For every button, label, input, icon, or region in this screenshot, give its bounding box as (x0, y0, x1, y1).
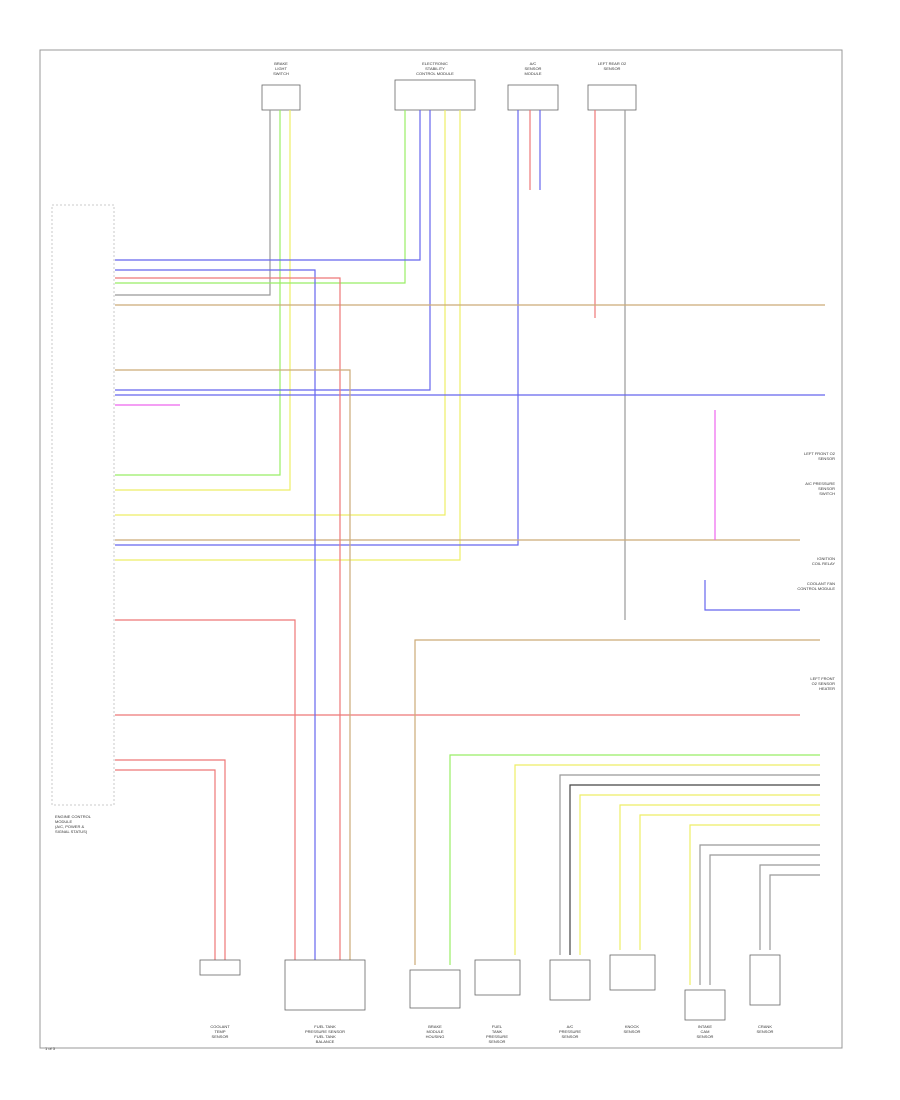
bottom-component-label-3-line-1: TANK (492, 1029, 503, 1034)
wire-tan-drop (115, 369, 351, 960)
top-component-label-0-line-0: BRAKE (274, 61, 288, 66)
bottom-components (199, 954, 781, 1021)
wire-yellow-bottom-5 (689, 824, 820, 985)
right-label-3-line-0: COOLANT FAN (807, 581, 835, 586)
wire-ac-1 (115, 110, 519, 546)
top-component-label-0-line-1: LIGHT (275, 66, 287, 71)
wire-yellow-bottom (514, 764, 820, 955)
wire-tan-bottom (414, 639, 820, 965)
wire-gray-bottom-4 (759, 864, 820, 950)
wire-esc-4 (115, 110, 446, 516)
ecm-label-line-0: ENGINE CONTROL (55, 814, 92, 819)
bottom-component-label-7-line-1: SENSOR (757, 1029, 774, 1034)
bottom-component-label-3-line-3: SENSOR (489, 1039, 506, 1044)
ecm-label-line-2: (A/C, POWER & (55, 824, 84, 829)
bottom-component-label-2-line-2: HOUSING (426, 1034, 445, 1039)
bottom-component-label-0-line-1: TEMP (214, 1029, 225, 1034)
wire-gray-bottom-5 (769, 874, 820, 950)
wire-esc-5 (115, 110, 461, 561)
wire-red-drop (115, 277, 341, 960)
wire-brake-1 (115, 110, 271, 296)
wire-gray-bottom (559, 774, 820, 955)
bottom-component-label-1-line-3: BALANCE (316, 1039, 335, 1044)
bottom-component-label-3-line-2: PRESSURE (486, 1034, 508, 1039)
right-label-1-line-0: A/C PRESSURE (805, 481, 835, 486)
bottom-component-label-6-line-0: INTAKE (698, 1024, 712, 1029)
bottom-component-label-1-line-0: FUEL TANK (314, 1024, 336, 1029)
wire-gray-bottom-2 (699, 844, 820, 985)
right-label-4-line-1: O2 SENSOR (812, 681, 835, 686)
top-component-label-1-line-0: ELECTRONIC (422, 61, 448, 66)
bottom-component-label-5-line-0: KNOCK (625, 1024, 640, 1029)
ecm-label-line-3: SIGNAL STATUS) (55, 829, 88, 834)
wire-esc-1 (115, 110, 406, 284)
bottom-component-label-0-line-0: COOLANT (210, 1024, 230, 1029)
wire-blue-drop (115, 269, 316, 960)
right-label-1-line-1: SENSOR (818, 486, 835, 491)
bottom-component-label-6-line-2: SENSOR (697, 1034, 714, 1039)
top-connectors (261, 79, 637, 111)
labels: BRAKELIGHTSWITCHELECTRONICSTABILITYCONTR… (45, 61, 836, 1051)
wire-brake-3 (115, 110, 291, 491)
right-label-4-line-0: LEFT FRONT (810, 676, 835, 681)
top-component-label-1-line-1: STABILITY (425, 66, 445, 71)
wire-green-bottom (449, 754, 820, 965)
wire-yellow-bottom-2 (579, 794, 820, 955)
bottom-component-label-4-line-0: A/C (567, 1024, 574, 1029)
top-component-label-2-line-1: SENSOR (525, 66, 542, 71)
bottom-component-label-3-line-0: FUEL (492, 1024, 503, 1029)
wires (115, 110, 825, 985)
top-component-label-2-line-2: MODULE (524, 71, 541, 76)
right-label-0-line-0: LEFT FRONT O2 (804, 451, 836, 456)
wire-red-drop-2 (115, 619, 296, 960)
wire-esc-3 (115, 110, 431, 391)
right-label-3-line-1: CONTROL MODULE (797, 586, 835, 591)
top-component-label-2-line-0: A/C (530, 61, 537, 66)
bottom-component-label-1-line-2: FUEL TANK (314, 1034, 336, 1039)
ecm-label-line-1: MODULE (55, 819, 72, 824)
page-number: 1 of 3 (45, 1046, 56, 1051)
right-label-4-line-2: HEATER (819, 686, 835, 691)
bottom-component-label-4-line-2: SENSOR (562, 1034, 579, 1039)
right-label-0-line-1: SENSOR (818, 456, 835, 461)
ecm-box (51, 204, 115, 806)
wire-gray-bottom-3 (709, 854, 820, 985)
bottom-component-label-2-line-0: BRAKE (428, 1024, 442, 1029)
bottom-component-label-5-line-1: SENSOR (624, 1029, 641, 1034)
bottom-component-label-6-line-1: CAM (701, 1029, 710, 1034)
wire-blue-right (704, 580, 800, 611)
wire-black-bottom (569, 784, 820, 955)
top-component-label-1-line-2: CONTROL MODULE (416, 71, 454, 76)
wire-esc-2 (115, 110, 421, 261)
bottom-component-label-1-line-1: PRESSURE SENSOR (305, 1029, 345, 1034)
bottom-component-label-0-line-2: SENSOR (212, 1034, 229, 1039)
wire-yellow-bottom-3 (619, 804, 820, 950)
right-label-2-line-0: IGNITION (817, 556, 835, 561)
diagram-border (39, 49, 843, 1049)
wire-red-drop-3 (115, 759, 226, 960)
bottom-component-label-2-line-1: MODULE (426, 1029, 443, 1034)
top-component-label-0-line-2: SWITCH (273, 71, 289, 76)
wire-brake-2 (115, 110, 281, 476)
top-component-label-3-line-0: LEFT REAR O2 (598, 61, 627, 66)
wire-yellow-bottom-4 (639, 814, 820, 950)
wire-red-drop-4 (115, 769, 216, 960)
right-label-1-line-2: SWITCH (819, 491, 835, 496)
right-label-2-line-1: COIL RELAY (812, 561, 835, 566)
bottom-component-label-4-line-1: PRESSURE (559, 1029, 581, 1034)
top-component-label-3-line-1: SENSOR (604, 66, 621, 71)
bottom-component-label-7-line-0: CRANK (758, 1024, 772, 1029)
